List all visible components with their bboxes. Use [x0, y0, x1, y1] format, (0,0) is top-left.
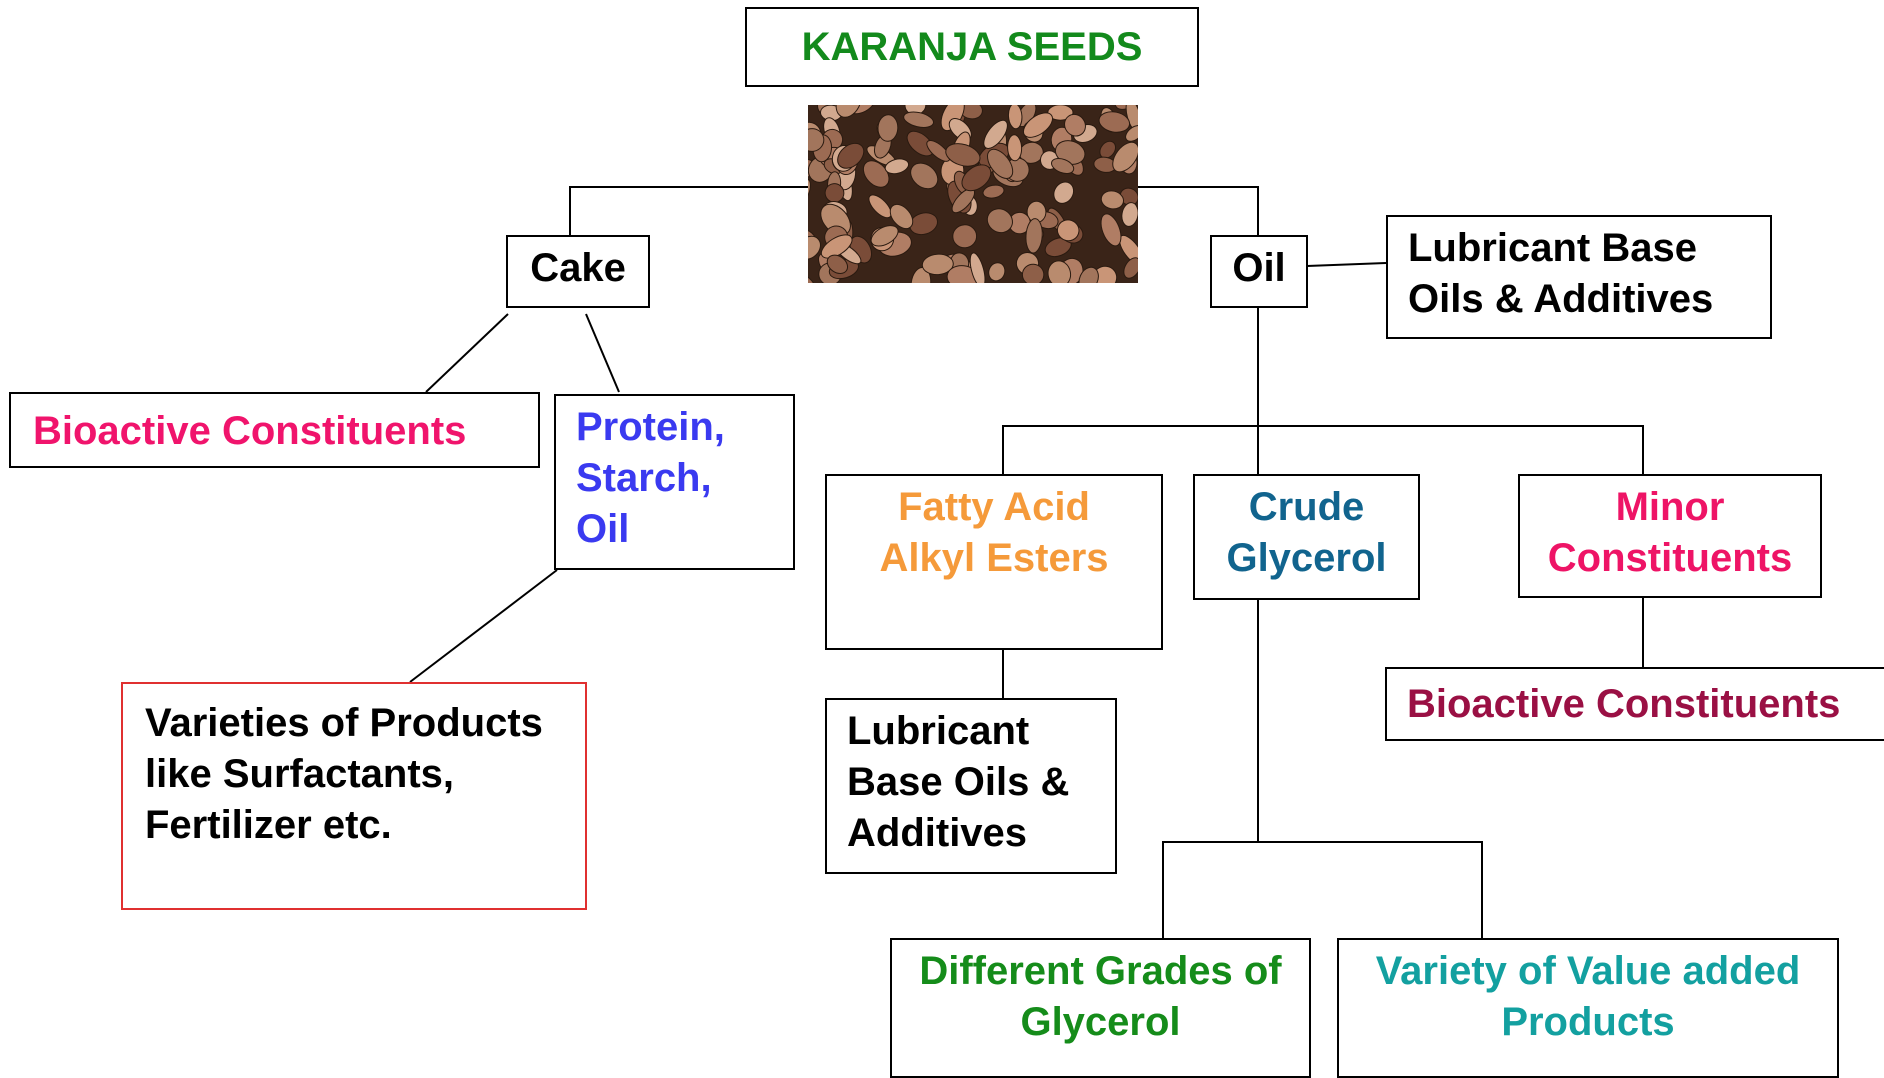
oil-lubricant-box: Lubricant Base Oils & Additives [1386, 215, 1772, 339]
value-added-label: Variety of Value added Products [1375, 949, 1801, 1044]
crude-glycerol-label: Crude Glycerol [1226, 485, 1387, 580]
fatty-acid-label: Fatty Acid Alkyl Esters [879, 485, 1109, 580]
cake-protein-label: Protein, Starch, Oil [576, 405, 725, 551]
cake-products-label: Varieties of Products like Surfactants, … [145, 701, 543, 847]
page-title: KARANJA SEEDS [801, 25, 1143, 69]
fame-lubricant-box: Lubricant Base Oils & Additives [825, 698, 1117, 874]
value-added-box: Variety of Value added Products [1337, 938, 1839, 1078]
glycerol-grades-box: Different Grades of Glycerol [890, 938, 1311, 1078]
connector-crude-branches [1162, 841, 1483, 938]
crude-glycerol-box: Crude Glycerol [1193, 474, 1420, 600]
minor-bioactive-box: Bioactive Constituents [1385, 667, 1884, 741]
fatty-acid-box: Fatty Acid Alkyl Esters [825, 474, 1163, 650]
connector-oil-lubricant [1306, 262, 1387, 267]
fame-lubricant-label: Lubricant Base Oils & Additives [847, 709, 1070, 855]
connector-seeds-cake [569, 186, 808, 235]
oil-box: Oil [1210, 235, 1308, 308]
connector-oil-branches [1002, 425, 1644, 474]
cake-products-box: Varieties of Products like Surfactants, … [121, 682, 587, 910]
cake-protein-box: Protein, Starch, Oil [554, 394, 795, 570]
oil-label: Oil [1232, 246, 1286, 290]
oil-lubricant-label: Lubricant Base Oils & Additives [1408, 226, 1714, 321]
minor-box: Minor Constituents [1518, 474, 1822, 598]
minor-label: Minor Constituents [1547, 485, 1793, 580]
cake-box: Cake [506, 235, 650, 308]
connector-cake-protein [585, 313, 620, 393]
connector-seeds-oil [1138, 186, 1259, 235]
cake-bioactive-box: Bioactive Constituents [9, 392, 540, 468]
karanja-seeds-image [808, 105, 1138, 283]
cake-bioactive-label: Bioactive Constituents [33, 409, 467, 453]
connector-cake-bioactive [425, 313, 509, 393]
title-box: KARANJA SEEDS [745, 7, 1199, 87]
minor-bioactive-label: Bioactive Constituents [1407, 682, 1841, 726]
glycerol-grades-label: Different Grades of Glycerol [919, 949, 1282, 1044]
cake-label: Cake [530, 246, 626, 290]
connector-protein-products [409, 569, 558, 683]
